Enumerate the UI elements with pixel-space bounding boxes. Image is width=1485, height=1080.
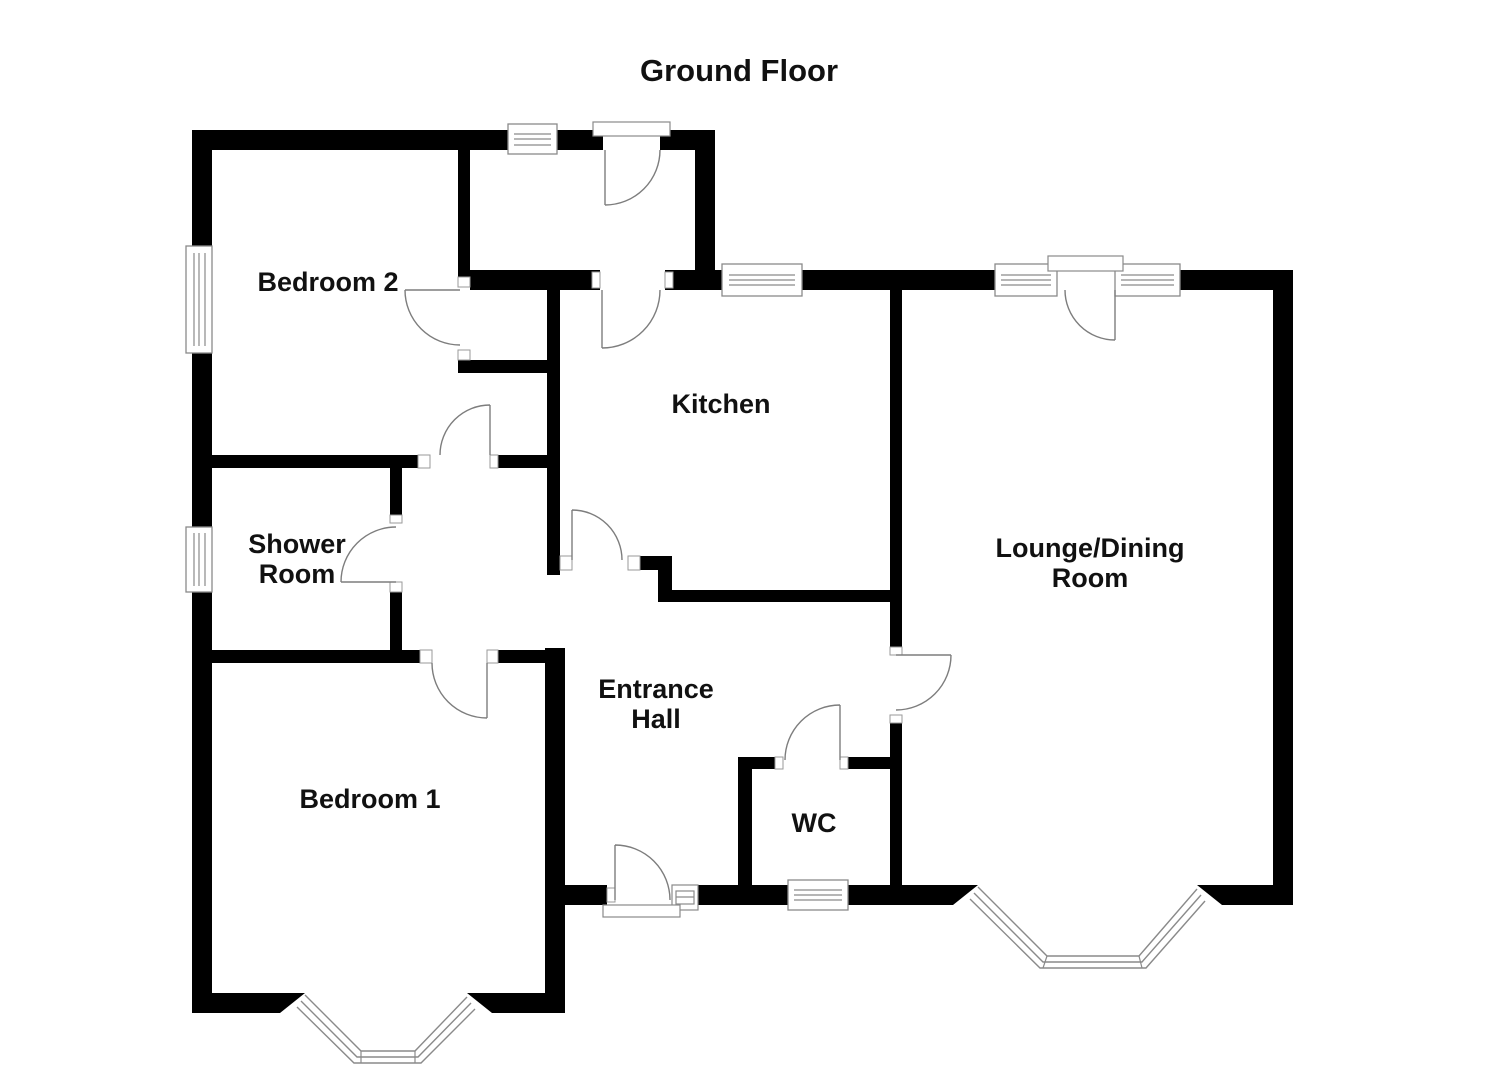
window-lounge-top-right [1114, 263, 1181, 297]
labels: Ground Floor Bedroom 2 Kitchen Lounge/Di… [248, 53, 1184, 838]
wall-bed2-right [458, 150, 470, 277]
jamb-bed2-door-right [489, 454, 499, 469]
door-lobby-to-kitchen [601, 289, 661, 349]
window-lounge-top-left [994, 263, 1058, 297]
jamb-lounge-top [889, 646, 903, 656]
jamb-kitchen-right [627, 555, 641, 571]
wall-hall-spine [547, 288, 560, 575]
back-door-frame [592, 121, 671, 137]
wall-shower-top-b [498, 455, 547, 468]
door-jambs [389, 271, 903, 903]
walls [192, 130, 1293, 1013]
wall-bay-cut-lounge-right [1197, 885, 1222, 905]
wall-left-a [192, 130, 212, 246]
wall-lobby-right [695, 130, 715, 290]
door-shower-room [340, 526, 397, 583]
jamb-bed1-left [419, 649, 433, 664]
window-lobby-top [507, 123, 558, 155]
wall-shower-top-a [212, 455, 418, 468]
window-wc-bottom [787, 879, 849, 911]
wall-top-left-b [557, 130, 603, 150]
jamb-wc-left [774, 756, 784, 770]
jamb-wc-right [839, 756, 849, 770]
door-lounge-from-hall [895, 654, 952, 711]
back-door [604, 149, 661, 206]
wall-lounge-top [1177, 270, 1293, 290]
wall-bay-cut-lounge-left [953, 885, 978, 905]
wall-bottom-bed1-a [192, 993, 280, 1013]
label-hall-line1: Entrance [598, 674, 714, 704]
jamb-shower-bottom [389, 581, 403, 593]
wall-wc-left [738, 757, 752, 885]
wall-divider-upper [890, 288, 902, 647]
label-lounge-line1: Lounge/Dining [996, 533, 1185, 563]
door-bedroom1 [431, 662, 488, 719]
window-shower-left [185, 526, 213, 593]
wall-bottom-lounge [1222, 885, 1293, 905]
label-lounge-line2: Room [1052, 563, 1129, 593]
wall-left-b [192, 353, 212, 527]
label-bedroom2: Bedroom 2 [257, 267, 398, 297]
jamb-lobby-right [664, 271, 674, 289]
windows [185, 123, 1181, 911]
bay-window-bedroom1 [296, 994, 476, 1064]
window-bedroom2-left [185, 245, 213, 354]
wall-right [1273, 270, 1293, 905]
door-frames [592, 121, 1124, 918]
wall-bed1-right [545, 648, 565, 1013]
bay-window-lounge [969, 886, 1206, 969]
wall-shower-right-b [390, 592, 402, 650]
door-kitchen [571, 509, 623, 561]
wall-kitchen-bottom-b [658, 590, 890, 602]
jamb-bed2-door-left [417, 454, 431, 469]
wall-wc-top-b [848, 757, 902, 769]
front-door [614, 844, 671, 901]
jamb-lounge-bottom [889, 714, 903, 724]
wall-divider-lower [890, 723, 902, 885]
label-shower-line2: Room [259, 559, 336, 589]
wall-lobby-south [470, 270, 600, 290]
jamb-shower-top [389, 514, 403, 524]
wall-shower-bottom-a [212, 650, 420, 663]
wall-shower-right-a [390, 468, 402, 518]
jamb-kitchen-left [559, 555, 573, 571]
label-bedroom1: Bedroom 1 [299, 784, 440, 814]
front-door-step [602, 904, 681, 918]
jamb-closet-bottom [457, 349, 471, 361]
wall-kitchen-top-a [665, 270, 722, 290]
wall-shower-bottom-b [498, 650, 547, 663]
jamb-lobby-left [591, 271, 601, 289]
door-swings [340, 149, 1116, 901]
wall-wc-top-a [738, 757, 778, 769]
wall-left-c [192, 592, 212, 1013]
label-kitchen: Kitchen [671, 389, 770, 419]
label-shower-line1: Shower [248, 529, 346, 559]
wall-bay-cut-bed1-right [467, 993, 492, 1013]
door-lounge-exterior [1064, 289, 1116, 341]
door-bedroom2-closet [404, 289, 461, 346]
jamb-front-door [606, 887, 616, 903]
wall-bottom-hall-c [848, 885, 953, 905]
wall-top-left-a [192, 130, 508, 150]
door-bedroom2 [439, 404, 491, 456]
bay-windows [296, 886, 1206, 1064]
label-wc: WC [792, 808, 837, 838]
lounge-ext-door-frame [1047, 255, 1124, 272]
wall-kitchen-top-b [802, 270, 995, 290]
jamb-bed1-right [486, 649, 499, 664]
wall-bottom-hall-b [698, 885, 788, 905]
wall-closet-bottom [458, 360, 548, 373]
plan-title: Ground Floor [640, 53, 838, 88]
label-hall-line2: Hall [631, 704, 681, 734]
window-kitchen-top [721, 263, 803, 297]
jamb-closet-top [457, 276, 471, 288]
wall-bay-cut-bed1-left [280, 993, 305, 1013]
door-wc [784, 704, 841, 761]
wall-bottom-hall-a [557, 885, 607, 905]
